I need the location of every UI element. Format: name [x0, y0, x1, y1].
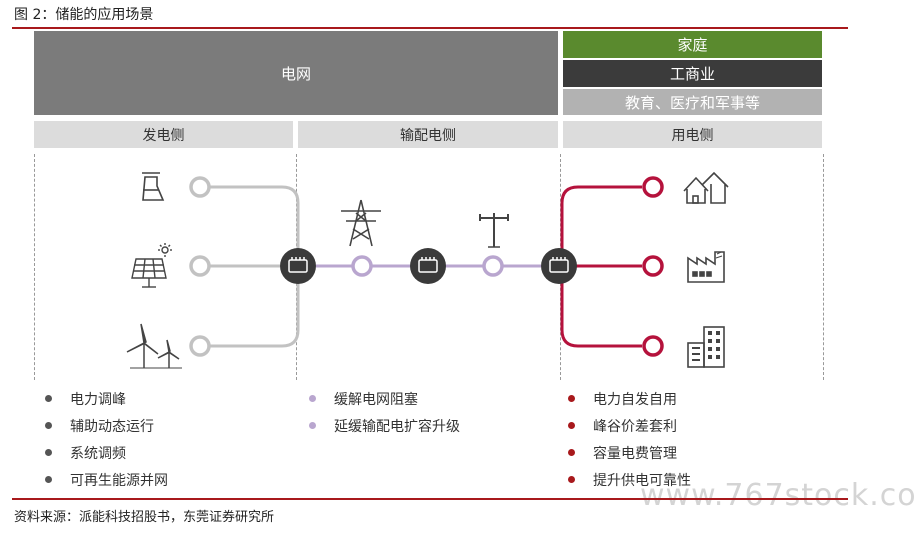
section-consumption: 用电侧	[563, 121, 822, 148]
storage-node-consumption	[541, 248, 577, 284]
bullet-icon	[45, 422, 52, 429]
figure-title: 图 2：储能的应用场景	[14, 7, 154, 23]
factory-icon	[687, 251, 725, 283]
bullet-icon	[568, 422, 575, 429]
legend-text: 电力调峰	[70, 391, 126, 408]
utility-pole-icon	[479, 213, 509, 248]
consumption-node-1	[642, 176, 664, 198]
legend-consumption: 电力自发自用 峰谷价差套利 容量电费管理 提升供电可靠性	[568, 385, 691, 493]
generation-node-3	[189, 335, 211, 357]
bullet-icon	[568, 476, 575, 483]
legend-item: 提升供电可靠性	[568, 466, 691, 493]
section-transmission-label: 输配电侧	[400, 127, 456, 144]
storage-node-generation	[280, 248, 316, 284]
legend-generation: 电力调峰 辅助动态运行 系统调频 可再生能源并网	[45, 385, 168, 493]
diagram-svg	[126, 171, 729, 369]
battery-icon	[549, 257, 569, 273]
legend-text: 系统调频	[70, 445, 126, 462]
legend-item: 辅助动态运行	[45, 412, 168, 439]
section-generation-label: 发电侧	[142, 127, 185, 144]
wind-turbine-icon	[126, 323, 182, 369]
bullet-icon	[309, 422, 316, 429]
section-transmission: 输配电侧	[298, 121, 558, 148]
houses-icon	[683, 171, 729, 204]
legend-item: 电力调峰	[45, 385, 168, 412]
top-rule	[12, 27, 848, 29]
bullet-icon	[309, 395, 316, 402]
legend-text: 提升供电可靠性	[593, 472, 691, 489]
bullet-icon	[45, 395, 52, 402]
source-note: 资料来源：派能科技招股书，东莞证券研究所	[14, 510, 275, 525]
solar-panel-icon	[131, 243, 172, 288]
other-box: 教育、医疗和军事等	[563, 89, 822, 115]
generation-node-1	[189, 176, 211, 198]
legend-item: 电力自发自用	[568, 385, 691, 412]
legend-item: 峰谷价差套利	[568, 412, 691, 439]
battery-icon	[288, 257, 308, 273]
other-label: 教育、医疗和军事等	[624, 93, 760, 112]
legend-item: 缓解电网阻塞	[309, 385, 460, 412]
legend-item: 可再生能源并网	[45, 466, 168, 493]
home-box: 家庭	[563, 31, 822, 58]
transmission-tower-icon	[341, 199, 381, 247]
divider-left	[34, 154, 35, 380]
legend-item: 延缓输配电扩容升级	[309, 412, 460, 439]
legend-text: 延缓输配电扩容升级	[334, 418, 460, 435]
legend-text: 可再生能源并网	[70, 472, 168, 489]
grid-box: 电网	[34, 31, 558, 115]
legend-item: 容量电费管理	[568, 439, 691, 466]
commercial-box: 工商业	[563, 60, 822, 87]
commercial-label: 工商业	[669, 65, 715, 83]
battery-icon	[418, 257, 438, 273]
section-consumption-label: 用电侧	[671, 127, 714, 144]
bullet-icon	[568, 449, 575, 456]
consumption-node-3	[642, 335, 664, 357]
office-building-icon	[687, 326, 725, 368]
bottom-rule	[12, 498, 848, 500]
legend-item: 系统调频	[45, 439, 168, 466]
transmission-node-2	[482, 255, 504, 277]
watermark: www.767stock.com	[640, 478, 916, 513]
legend-transmission: 缓解电网阻塞 延缓输配电扩容升级	[309, 385, 460, 439]
section-generation: 发电侧	[34, 121, 293, 148]
legend-text: 辅助动态运行	[70, 418, 154, 435]
storage-node-transmission	[410, 248, 446, 284]
legend-text: 电力自发自用	[593, 391, 677, 408]
bullet-icon	[45, 449, 52, 456]
bullet-icon	[45, 476, 52, 483]
legend-text: 缓解电网阻塞	[334, 391, 418, 408]
power-plant-icon	[142, 172, 165, 201]
consumption-line-top	[560, 185, 642, 268]
generation-node-2	[189, 255, 211, 277]
home-label: 家庭	[677, 36, 708, 54]
divider-right	[823, 154, 824, 380]
transmission-node-1	[351, 255, 373, 277]
grid-label: 电网	[280, 64, 311, 83]
legend-text: 峰谷价差套利	[593, 418, 677, 435]
consumption-node-2	[642, 255, 664, 277]
bullet-icon	[568, 395, 575, 402]
legend-text: 容量电费管理	[593, 445, 677, 462]
consumption-line-bottom	[560, 264, 642, 348]
